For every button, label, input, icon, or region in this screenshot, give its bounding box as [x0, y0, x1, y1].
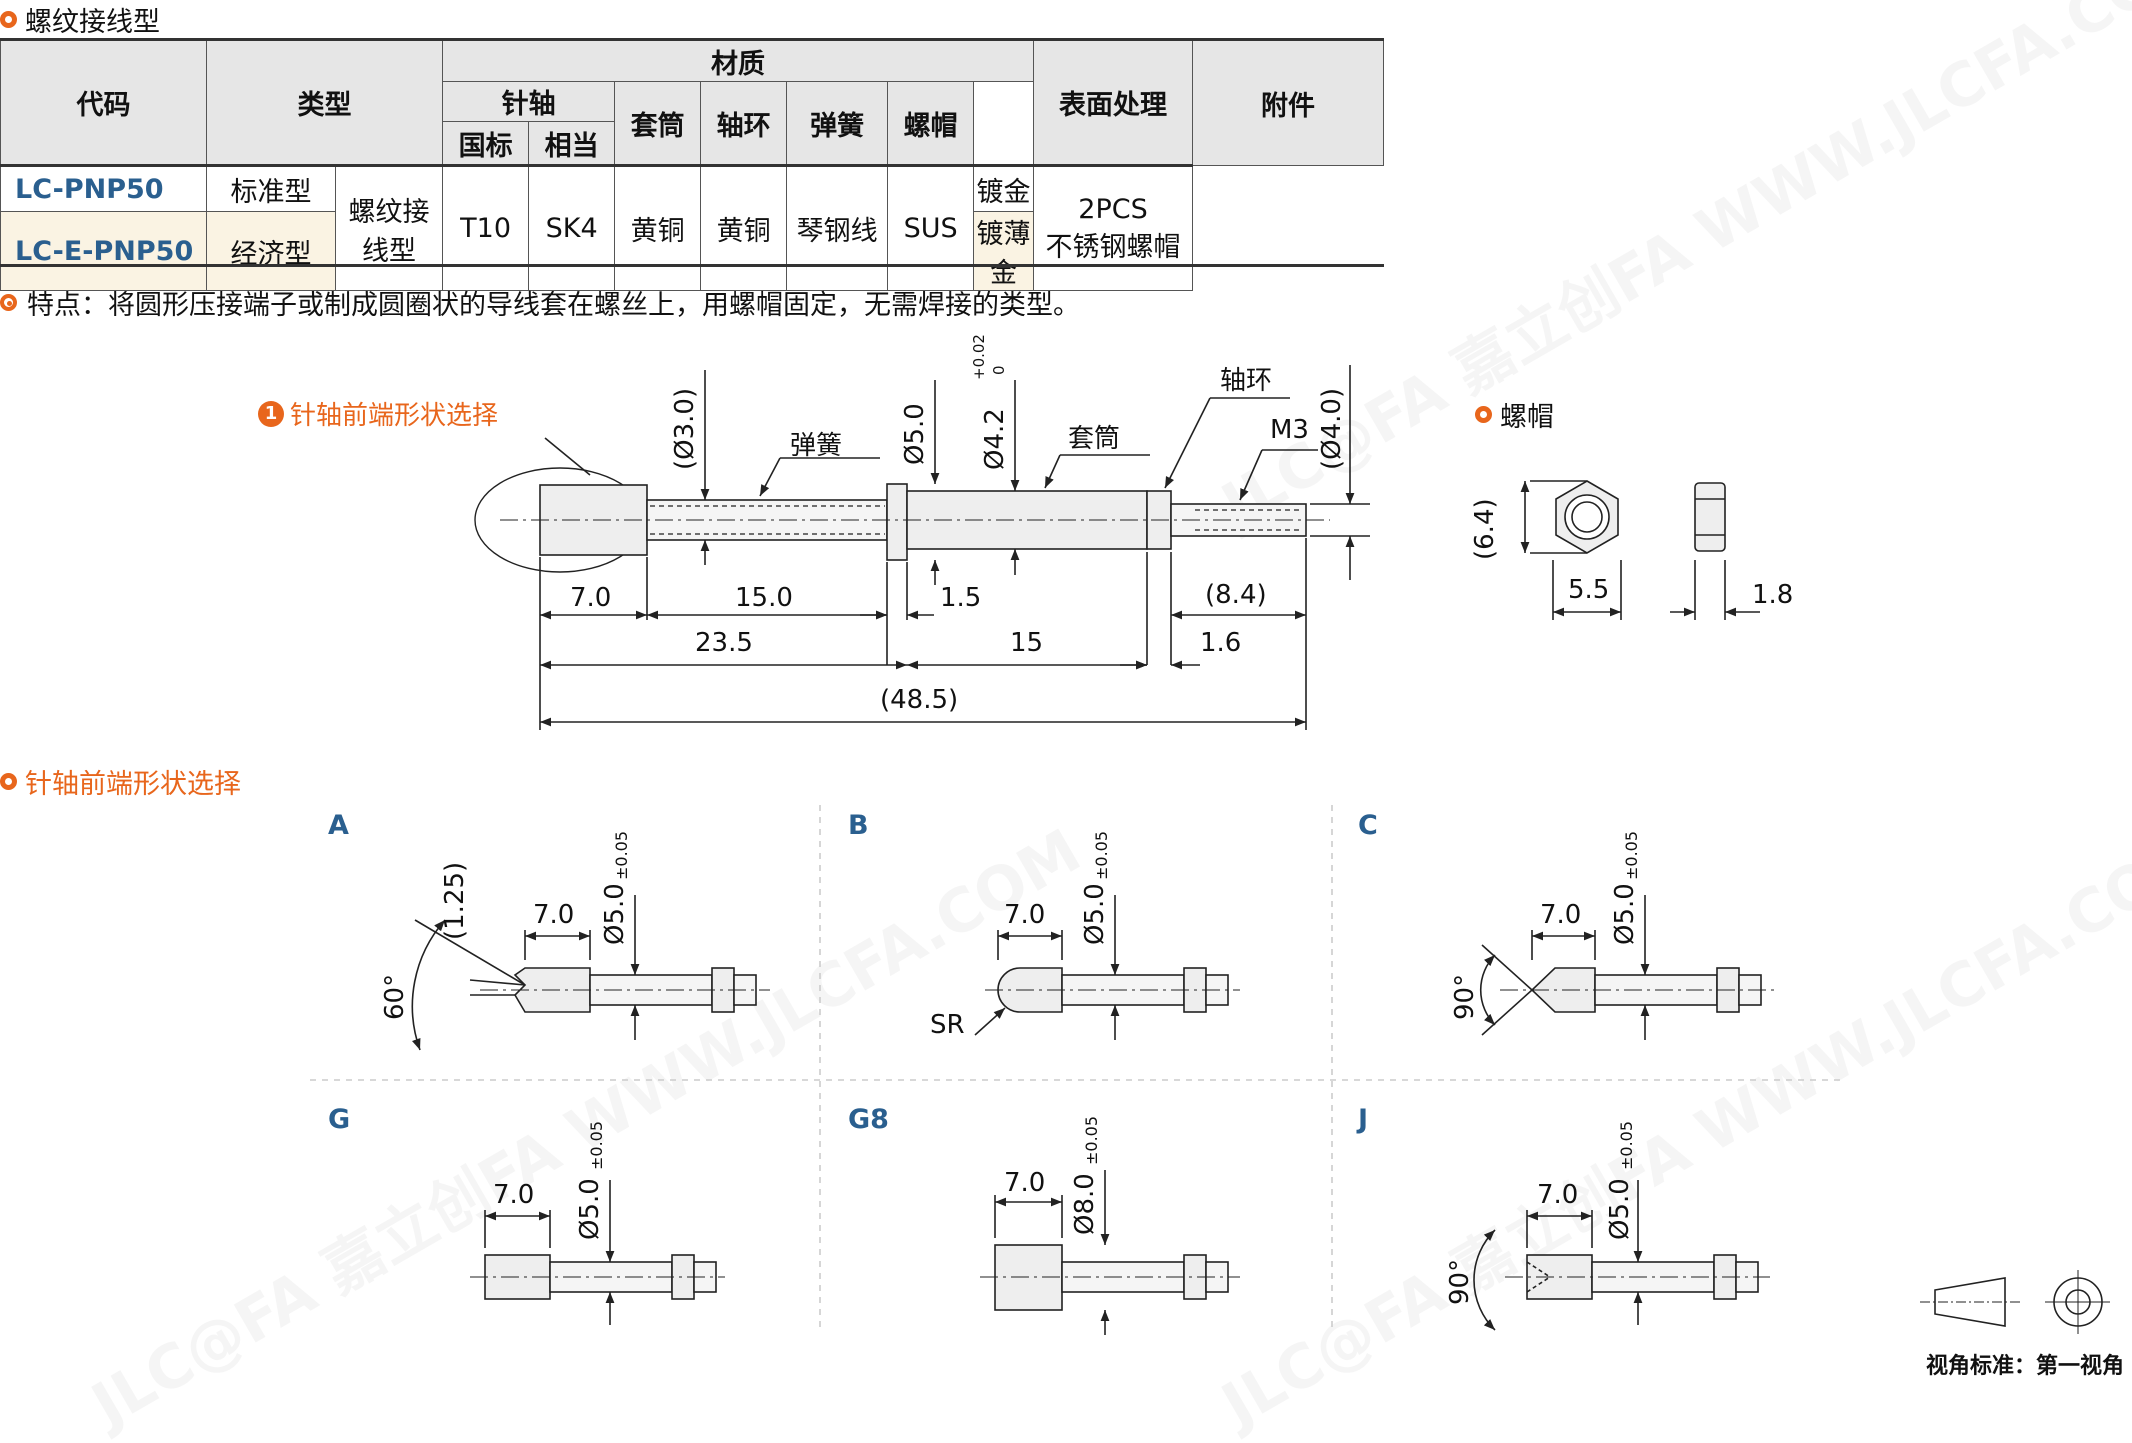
- first-angle-projection-icon: [1920, 1270, 2110, 1334]
- dim-d40: (Ø4.0): [1317, 387, 1347, 470]
- tip-g8-len: 7.0: [1004, 1168, 1046, 1198]
- tip-j-angle: 90°: [1445, 1258, 1475, 1305]
- tip-c-label: C: [1358, 810, 1378, 841]
- nut-width: 5.5: [1568, 575, 1610, 605]
- tip-c-drawing: [1479, 895, 1775, 1040]
- tip-a-label: A: [328, 810, 349, 841]
- dim-l15a: 1.5: [940, 583, 982, 613]
- table-bottom-rule: [0, 264, 1384, 267]
- header-pin-gb: 国标: [442, 121, 530, 166]
- tip-j-label: J: [1358, 1104, 1369, 1135]
- circle-bullet-icon: [0, 11, 17, 28]
- label-thread: M3: [1270, 415, 1309, 445]
- dim-d42-tol-upper: +0.02: [970, 334, 988, 380]
- tip-a-extra: (1.25): [440, 861, 470, 940]
- dim-l84: (8.4): [1205, 580, 1267, 610]
- target-bullet-icon: [0, 294, 17, 311]
- feature-note: 特点：将圆形压接端子或制成圆圈状的导线套在螺丝上，用螺帽固定，无需焊接的类型。: [0, 283, 1080, 322]
- dim-d30: (Ø3.0): [670, 387, 700, 470]
- nut-height: (6.4): [1470, 498, 1500, 560]
- number-badge-icon: 1: [258, 400, 284, 427]
- header-pin: 针轴: [442, 81, 616, 122]
- tip-g-tol: ±0.05: [587, 1120, 606, 1170]
- tip-a-drawing: [411, 895, 770, 1051]
- label-spring: 弹簧: [790, 431, 843, 461]
- cell-spring: 琴钢线: [786, 164, 889, 291]
- tip-a-tol: ±0.05: [612, 830, 631, 880]
- nut-thickness: 1.8: [1752, 580, 1794, 610]
- dim-l16: 1.6: [1200, 628, 1242, 658]
- cell-accessory: 2PCS 不锈钢螺帽: [1033, 164, 1193, 291]
- tip-c-len: 7.0: [1540, 900, 1582, 930]
- tip-a-len: 7.0: [533, 900, 575, 930]
- tip-g8-label: G8: [848, 1104, 889, 1135]
- row-surface: 镀金: [973, 164, 1034, 212]
- tip-g-label: G: [328, 1104, 351, 1135]
- tip-c-dia: Ø5.0: [1610, 883, 1640, 945]
- nut-side: [1694, 482, 1726, 552]
- tip-b-extra: SR: [930, 1010, 965, 1040]
- circle-bullet-icon: [0, 773, 17, 790]
- nut-title: 螺帽: [1475, 395, 1554, 434]
- row-surface: 镀薄金: [973, 211, 1034, 291]
- tip-j-tol: ±0.05: [1617, 1120, 1636, 1170]
- cell-sleeve: 黄铜: [614, 164, 702, 291]
- dim-l15: 15: [1010, 628, 1044, 658]
- tip-g-drawing: [470, 1180, 725, 1325]
- tip-a-angle: 60°: [380, 973, 410, 1020]
- circle-bullet-icon: [1475, 406, 1492, 423]
- tip-b-tol: ±0.05: [1092, 830, 1111, 880]
- label-collar: 轴环: [1220, 366, 1273, 396]
- tip-selection-callout: 1 针轴前端形状选择: [258, 395, 498, 432]
- tip-c-tol: ±0.05: [1622, 830, 1641, 880]
- header-type: 类型: [205, 38, 444, 166]
- tip-b-len: 7.0: [1004, 900, 1046, 930]
- tip-j-drawing: [1473, 1180, 1770, 1331]
- sleeve-flange: [886, 483, 908, 561]
- tip-g-len: 7.0: [493, 1180, 535, 1210]
- section-title: 螺纹接线型: [0, 0, 160, 39]
- tip-a-dia: Ø5.0: [600, 883, 630, 945]
- tip-g8-tol: ±0.05: [1082, 1115, 1101, 1165]
- row-code: LC-E-PNP50: [0, 211, 207, 291]
- cell-collar: 黄铜: [700, 164, 788, 291]
- tip-g8-drawing: [980, 1170, 1240, 1335]
- label-sleeve: 套筒: [1068, 424, 1121, 454]
- tip-c-angle: 90°: [1450, 973, 1480, 1020]
- projection-caption: 视角标准：第一视角: [1925, 1354, 2124, 1379]
- header-accessory: 附件: [1192, 38, 1384, 166]
- row-type: 标准型: [206, 164, 336, 212]
- dim-d50: Ø5.0: [900, 403, 930, 465]
- dim-l150: 15.0: [735, 583, 793, 613]
- dim-d42-tol-lower: 0: [990, 365, 1008, 375]
- tip-j-dia: Ø5.0: [1605, 1178, 1635, 1240]
- tip-b-label: B: [848, 810, 869, 841]
- header-spring: 弹簧: [786, 81, 889, 166]
- technical-drawing: [310, 365, 2110, 1335]
- cell-pin-gb: T10: [442, 164, 530, 291]
- tip-b-drawing: [974, 895, 1240, 1040]
- header-nut: 螺帽: [887, 81, 975, 166]
- cell-nut: SUS: [887, 164, 975, 291]
- row-type: 经济型: [206, 211, 336, 291]
- tip-g8-dia: Ø8.0: [1070, 1173, 1100, 1235]
- spec-table: 代码 类型 材质 表面处理 附件 针轴 套筒 轴环 弹簧 螺帽 国标 相当 LC…: [0, 38, 1384, 291]
- tip-b-dia: Ø5.0: [1080, 883, 1110, 945]
- dim-l70: 7.0: [570, 583, 612, 613]
- dim-d42: Ø4.2: [980, 408, 1010, 470]
- dim-l485: (48.5): [880, 685, 959, 715]
- cell-pin-eq: SK4: [528, 164, 616, 291]
- row-subtype: 螺纹接线型: [334, 164, 444, 291]
- tip-g-dia: Ø5.0: [575, 1178, 605, 1240]
- tip-j-len: 7.0: [1537, 1180, 1579, 1210]
- tip-section-title: 针轴前端形状选择: [0, 762, 241, 801]
- header-pin-eq: 相当: [528, 121, 616, 166]
- header-collar: 轴环: [700, 81, 788, 166]
- dim-l235: 23.5: [695, 628, 753, 658]
- header-code: 代码: [0, 38, 207, 166]
